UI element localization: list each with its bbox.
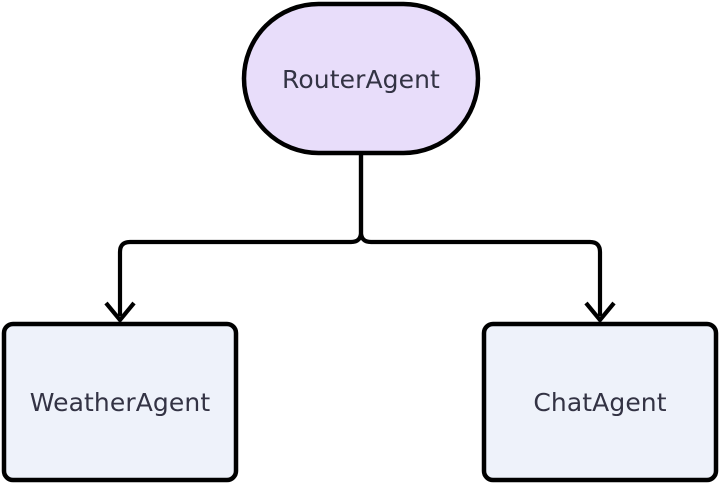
- edge-router-to-chat-branch[interactable]: [371, 239, 603, 316]
- node-chat-agent-shape[interactable]: [481, 321, 719, 483]
- node-weather-agent[interactable]: WeatherAgent: [1, 321, 239, 483]
- edge-router-to-chat-stem[interactable]: [358, 155, 372, 245]
- node-router-agent-label: RouterAgent: [282, 65, 440, 94]
- node-weather-agent-label: WeatherAgent: [30, 388, 211, 417]
- node-chat-agent[interactable]: ChatAgent: [481, 321, 719, 483]
- edge-router-to-weather-branch[interactable]: [117, 239, 351, 316]
- edge-router-to-chat-arrowhead: [584, 301, 616, 324]
- node-weather-agent-shape[interactable]: [1, 321, 239, 483]
- node-chat-agent-label: ChatAgent: [533, 388, 666, 417]
- edge-group: [104, 155, 616, 324]
- node-router-agent[interactable]: RouterAgent: [241, 1, 481, 156]
- edge-router-to-weather-arrowhead: [104, 301, 136, 324]
- node-router-agent-shape[interactable]: [241, 1, 481, 156]
